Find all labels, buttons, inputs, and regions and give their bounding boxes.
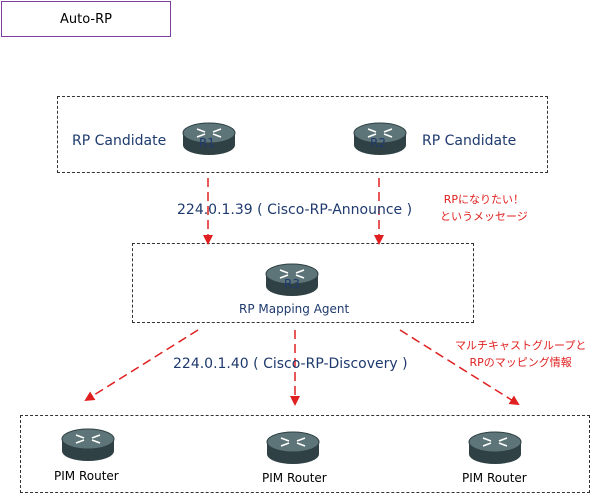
router-r1 [181, 121, 237, 161]
router-r2 [352, 121, 408, 161]
pim-router-center [265, 430, 321, 470]
diagram-title: Auto-RP [60, 11, 112, 27]
discovery-arrow-left [84, 329, 199, 402]
announce-note-line1: RPになりたい！ [443, 193, 525, 206]
router-icon [468, 431, 522, 464]
pim-router-left-label: PIM Router [54, 469, 119, 483]
mapping-agent-group [132, 243, 474, 323]
discovery-arrow-right [399, 329, 520, 406]
router-icon [353, 122, 407, 155]
pim-router-right-label: PIM Router [462, 471, 527, 485]
pim-router-left [60, 427, 116, 467]
pim-router-group [20, 415, 590, 493]
discovery-note-line2: RPのマッピング情報 [469, 356, 572, 369]
router-icon [182, 122, 236, 155]
pim-router-center-label: PIM Router [262, 471, 327, 485]
discovery-note-line1: マルチキャストグループと [455, 339, 587, 352]
discovery-note: マルチキャストグループと RPのマッピング情報 [455, 337, 586, 371]
router-r2-label: R2 [370, 136, 386, 150]
router-icon [266, 431, 320, 464]
discovery-address-label: 224.0.1.40 ( Cisco-RP-Discovery ) [173, 356, 408, 372]
rp-candidate-group [57, 96, 548, 173]
router-r1-label: R1 [199, 136, 215, 150]
router-r3-label: R3 [284, 277, 300, 291]
mapping-agent-label: RP Mapping Agent [239, 302, 350, 316]
router-r3 [264, 262, 320, 302]
pim-router-right [467, 430, 523, 470]
announce-address-label: 224.0.1.39 ( Cisco-RP-Announce ) [177, 202, 413, 218]
rp-candidate-right-label: RP Candidate [422, 133, 517, 149]
announce-note: RPになりたい！ というメッセージ [440, 191, 528, 225]
announce-note-line2: というメッセージ [440, 210, 528, 223]
router-icon [265, 263, 319, 296]
router-icon [61, 428, 115, 461]
diagram-title-box: Auto-RP [1, 1, 171, 37]
rp-candidate-left-label: RP Candidate [72, 133, 167, 149]
